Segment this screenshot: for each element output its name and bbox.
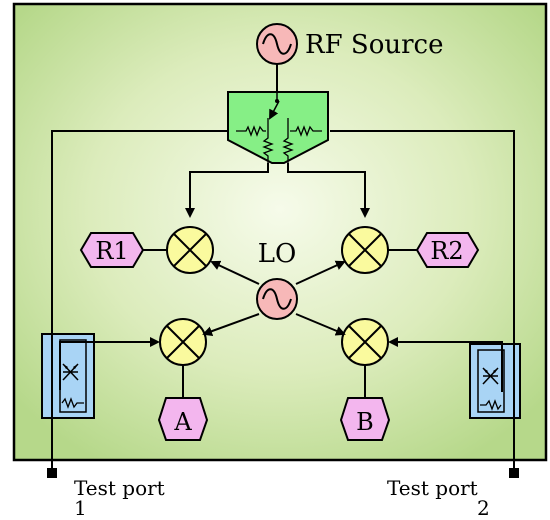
sine-wave-icon: [262, 288, 292, 310]
mixer-cross-icon: [348, 233, 382, 267]
receivers: R1 R2 A B: [79, 232, 480, 441]
test-port-1-number: 1: [74, 496, 87, 516]
receiver-b: [339, 397, 391, 441]
receiver-a-label: A: [173, 408, 192, 436]
coupler-port2: [388, 337, 521, 419]
receiver-a: [157, 397, 209, 441]
mixers: [159, 226, 389, 366]
source-switch: [227, 91, 329, 164]
local-oscillator: LO: [202, 239, 346, 336]
mixer-a: [159, 318, 207, 366]
test-port-2-terminal[interactable]: [509, 468, 519, 478]
receiver-r2-label: R2: [430, 237, 463, 265]
switch-body: [227, 91, 329, 164]
mixer-r1: [166, 226, 214, 274]
lo-label: LO: [258, 239, 297, 269]
mixer-b: [341, 318, 389, 366]
mixer-r2: [341, 226, 389, 274]
resistor-icon: [480, 399, 502, 411]
sine-wave-icon: [262, 33, 292, 55]
resistor-icon: [236, 125, 322, 137]
resistor-icon: [262, 118, 294, 163]
coupler-port1: [41, 333, 160, 419]
resistor-icon: [61, 397, 84, 409]
test-port-1-label: Test port: [74, 476, 165, 500]
receiver-r1: [79, 232, 145, 268]
mixer-cross-icon: [173, 233, 207, 267]
receiver-r1-label: R1: [95, 237, 128, 265]
rf-source-label: RF Source: [305, 30, 443, 60]
test-port-2-label: Test port: [387, 476, 478, 500]
rf-source: RF Source: [256, 23, 443, 92]
reference-paths: [185, 163, 370, 218]
receiver-b-label: B: [356, 408, 374, 436]
receiver-r2: [415, 232, 480, 268]
switch-arm-icon: [269, 100, 280, 120]
test-port-2-number: 2: [477, 496, 490, 516]
mixer-cross-icon: [166, 325, 200, 359]
mixer-cross-icon: [348, 325, 382, 359]
test-port-1-terminal[interactable]: [47, 468, 57, 478]
